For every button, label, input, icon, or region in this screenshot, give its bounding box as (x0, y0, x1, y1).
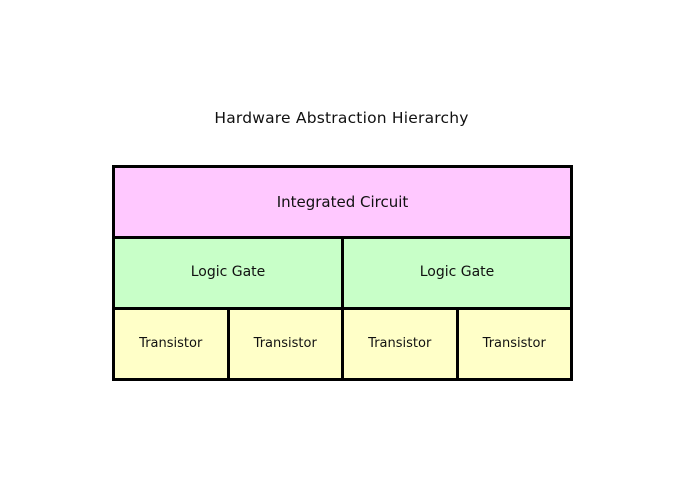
block-label: Logic Gate (419, 264, 495, 281)
block-label: Transistor (482, 335, 546, 351)
block-label: Transistor (368, 335, 432, 351)
tier-integrated-circuit: Integrated Circuit (115, 168, 570, 236)
tier-transistor: Transistor Transistor Transistor Transis… (115, 307, 570, 378)
block-label: Integrated Circuit (276, 192, 409, 211)
block-transistor-1[interactable]: Transistor (115, 310, 227, 378)
tier-logic-gate: Logic Gate Logic Gate (115, 236, 570, 307)
block-logic-gate-1[interactable]: Logic Gate (115, 239, 341, 307)
block-transistor-4[interactable]: Transistor (455, 310, 570, 378)
block-label: Transistor (139, 335, 203, 351)
block-label: Transistor (253, 335, 317, 351)
block-transistor-3[interactable]: Transistor (341, 310, 456, 378)
block-transistor-2[interactable]: Transistor (226, 310, 341, 378)
block-label: Logic Gate (190, 264, 266, 281)
page-title: Hardware Abstraction Hierarchy (214, 109, 469, 127)
block-integrated-circuit[interactable]: Integrated Circuit (115, 168, 570, 236)
block-logic-gate-2[interactable]: Logic Gate (341, 239, 570, 307)
hardware-abstraction-hierarchy: Integrated Circuit Logic Gate Logic Gate… (112, 165, 573, 381)
